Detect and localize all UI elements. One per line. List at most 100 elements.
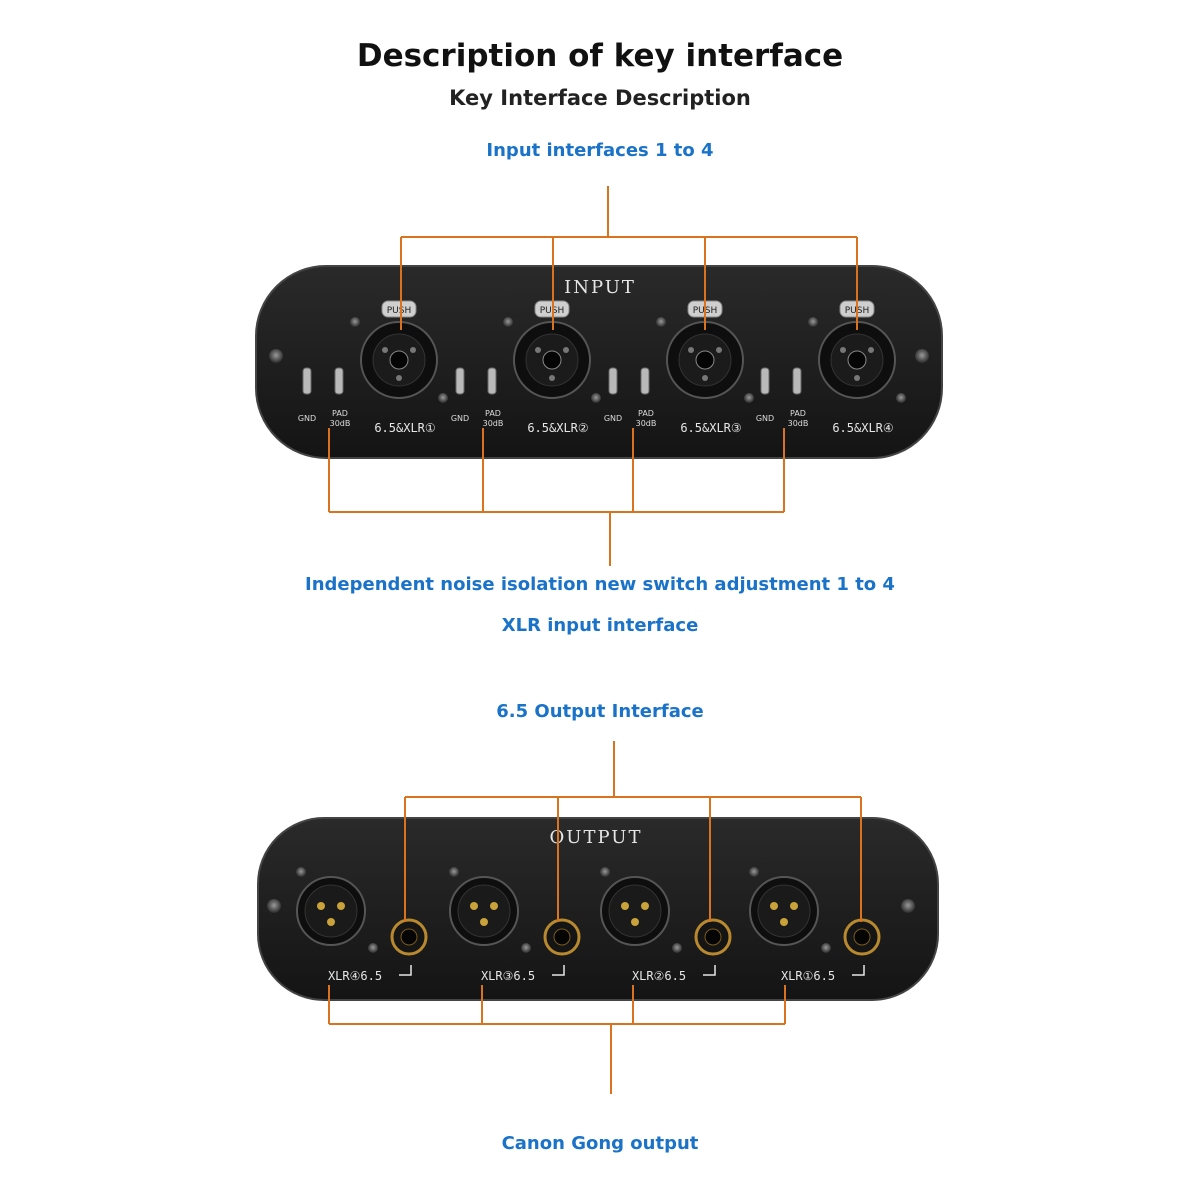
bracket-icon — [852, 965, 865, 976]
output-channel-1: XLR④6.5 — [296, 867, 428, 983]
screw-icon — [296, 867, 306, 877]
screw-icon — [600, 867, 610, 877]
pin-icon — [868, 347, 874, 353]
pad-value-label: 30dB — [636, 419, 657, 428]
screw-icon — [438, 393, 448, 403]
leader-lines — [328, 186, 862, 1094]
gnd-label: GND — [451, 414, 469, 423]
pin-icon — [410, 347, 416, 353]
xlr-socket-icon — [457, 884, 511, 938]
gold-pin-icon — [780, 918, 788, 926]
screw-icon — [901, 899, 915, 913]
callout-input-interfaces: Input interfaces 1 to 4 — [486, 140, 714, 161]
jack-label: 6.5&XLR④ — [832, 421, 893, 435]
jack-hole-icon — [695, 350, 715, 370]
jack-hole-icon — [542, 350, 562, 370]
gnd-label: GND — [298, 414, 316, 423]
jack-hole-icon — [389, 350, 409, 370]
gold-pin-icon — [317, 902, 325, 910]
pad-switch[interactable] — [487, 367, 497, 395]
output-panel-label: OUTPUT — [550, 827, 643, 848]
screw-icon — [503, 317, 513, 327]
jack-hole-icon — [704, 928, 722, 946]
xlr-socket-icon — [757, 884, 811, 938]
pin-icon — [688, 347, 694, 353]
pin-icon — [396, 375, 402, 381]
pin-icon — [549, 375, 555, 381]
screw-icon — [267, 899, 281, 913]
jack-label: 6.5&XLR② — [527, 421, 588, 435]
callout-canon-output: Canon Gong output — [501, 1133, 699, 1154]
screw-icon — [368, 943, 378, 953]
gold-pin-icon — [790, 902, 798, 910]
pad-switch[interactable] — [792, 367, 802, 395]
pin-icon — [840, 347, 846, 353]
callout-output-interface: 6.5 Output Interface — [496, 701, 704, 722]
screw-icon — [821, 943, 831, 953]
gold-pin-icon — [621, 902, 629, 910]
screw-icon — [915, 349, 929, 363]
screw-icon — [672, 943, 682, 953]
jack-label: XLR②6.5 — [632, 969, 686, 983]
pad-value-label: 30dB — [483, 419, 504, 428]
push-latch[interactable] — [381, 300, 417, 318]
gnd-switch[interactable] — [760, 367, 770, 395]
gnd-label: GND — [756, 414, 774, 423]
jack-hole-icon — [553, 928, 571, 946]
output-channel-2: XLR③6.5 — [449, 867, 581, 983]
screw-icon — [269, 349, 283, 363]
gold-pin-icon — [631, 918, 639, 926]
jack-hole-icon — [400, 928, 418, 946]
gnd-switch[interactable] — [608, 367, 618, 395]
jack-label: XLR③6.5 — [481, 969, 535, 983]
jack-label: 6.5&XLR③ — [680, 421, 741, 435]
bracket-icon — [552, 965, 565, 976]
pad-label: PAD — [638, 409, 654, 418]
jack-hole-icon — [847, 350, 867, 370]
page-subtitle: Key Interface Description — [449, 86, 751, 110]
callout-noise-switch: Independent noise isolation new switch a… — [305, 574, 895, 595]
pad-value-label: 30dB — [788, 419, 809, 428]
pad-label: PAD — [790, 409, 806, 418]
gold-pin-icon — [337, 902, 345, 910]
jack-hole-icon — [853, 928, 871, 946]
pad-switch[interactable] — [640, 367, 650, 395]
gold-pin-icon — [490, 902, 498, 910]
screw-icon — [350, 317, 360, 327]
gnd-switch[interactable] — [302, 367, 312, 395]
pad-value-label: 30dB — [330, 419, 351, 428]
screw-icon — [521, 943, 531, 953]
jack-label: 6.5&XLR① — [374, 421, 435, 435]
pin-icon — [716, 347, 722, 353]
gold-pin-icon — [641, 902, 649, 910]
screw-icon — [808, 317, 818, 327]
gold-pin-icon — [480, 918, 488, 926]
bracket-icon — [399, 965, 412, 976]
callout-xlr-input: XLR input interface — [501, 615, 699, 636]
pin-icon — [382, 347, 388, 353]
screw-icon — [656, 317, 666, 327]
screw-icon — [744, 393, 754, 403]
bracket-icon — [703, 965, 716, 976]
pin-icon — [563, 347, 569, 353]
gnd-switch[interactable] — [455, 367, 465, 395]
screw-icon — [896, 393, 906, 403]
pad-label: PAD — [485, 409, 501, 418]
xlr-socket-icon — [304, 884, 358, 938]
pad-switch[interactable] — [334, 367, 344, 395]
gnd-label: GND — [604, 414, 622, 423]
jack-label: XLR④6.5 — [328, 969, 382, 983]
page-title: Description of key interface — [356, 38, 844, 74]
input-panel-label: INPUT — [564, 277, 636, 298]
pin-icon — [702, 375, 708, 381]
pin-icon — [854, 375, 860, 381]
screw-icon — [749, 867, 759, 877]
output-channel-3: XLR②6.5 — [600, 867, 732, 983]
gold-pin-icon — [470, 902, 478, 910]
pad-label: PAD — [332, 409, 348, 418]
push-label: PUSH — [387, 306, 412, 316]
